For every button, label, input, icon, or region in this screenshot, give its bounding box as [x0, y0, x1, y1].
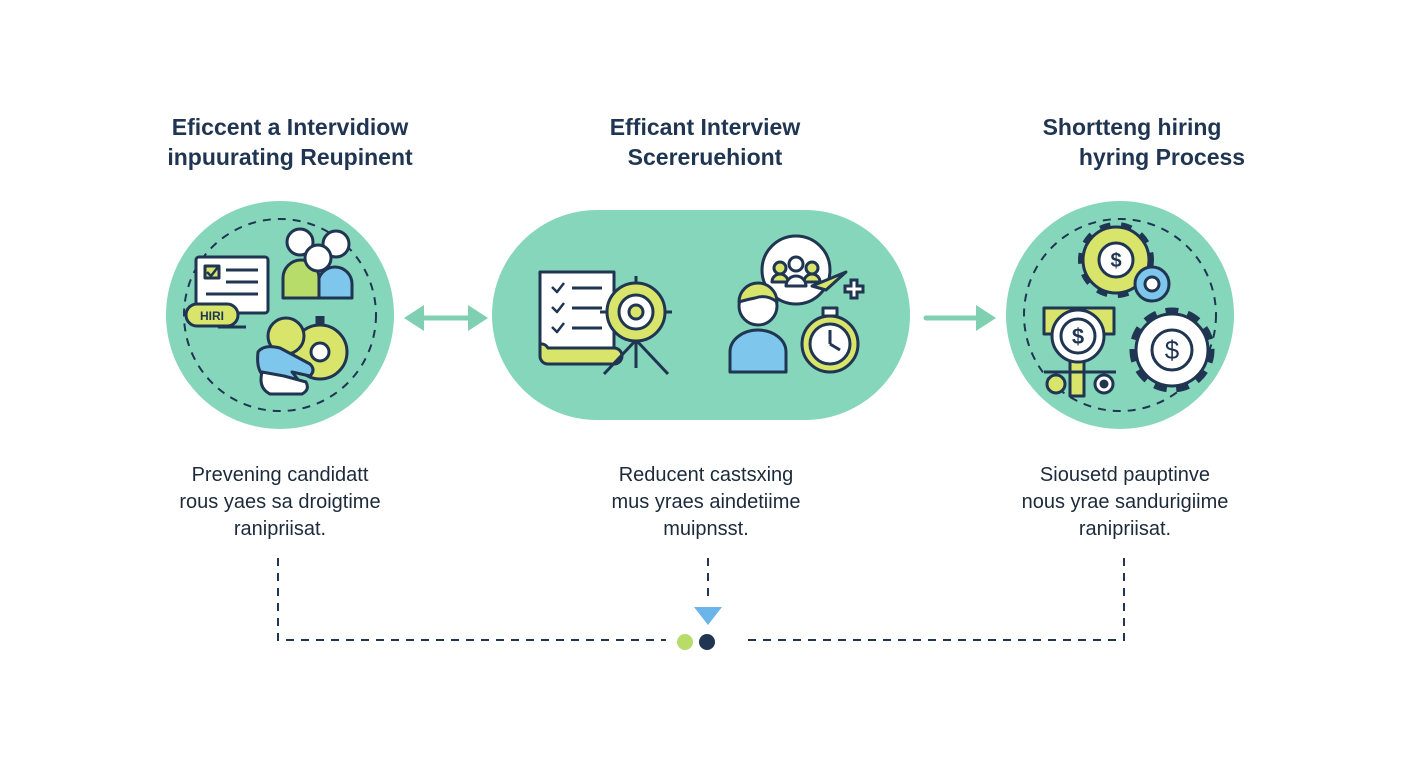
step2-desc-line3: muipnsst.: [663, 518, 749, 540]
handshake-gear-icon: [256, 316, 356, 396]
dollar-gear-icon: $: [1078, 222, 1171, 303]
step2-title: Efficant Interview Scereruehiont: [555, 112, 855, 172]
step1-desc-line2: rous yaes sa droigtime: [179, 491, 381, 513]
hire-tag-label: HIRI: [200, 309, 224, 323]
step3-desc-line2: nous yrae sandurigiime: [1021, 491, 1229, 513]
step1-title-line2: inpuurating Reupinent: [167, 144, 413, 170]
step3-desc-line3: ranipriisat.: [1078, 518, 1172, 540]
step1-desc-line1: Prevening candidatt: [191, 464, 369, 486]
gear-dollar-icon: $: [1129, 307, 1215, 393]
sparkle-cross-icon: [843, 278, 865, 300]
svg-text:$: $: [1110, 250, 1121, 272]
step1-title: Eficcent a Intervidiow inpuurating Reupi…: [140, 112, 440, 172]
target-icon: [600, 276, 672, 376]
step3-desc-line1: Siousetd pauptinve: [1039, 464, 1211, 486]
step2-desc-line2: mus yraes aindetiime: [611, 491, 801, 513]
candidates-circle-icon: [760, 234, 848, 306]
step1-desc-line3: ranipriisat.: [233, 518, 327, 540]
double-arrow-connector: [404, 305, 488, 331]
dollar-coin-icon: $: [1050, 308, 1106, 364]
resume-screen-icon: [194, 255, 270, 329]
svg-text:$: $: [1165, 335, 1180, 365]
bottom-connector: [277, 558, 1125, 641]
step2-desc-line1: Reducent castsxing: [618, 464, 794, 486]
stopwatch-icon: [800, 306, 860, 374]
step3-title-line2: hyring Process: [1078, 144, 1246, 170]
step1-title-line1: Eficcent a Intervidiow: [171, 114, 409, 140]
step3-title: Shortteng hiring hyring Process: [990, 112, 1290, 172]
step3-title-line1: Shortteng hiring: [1042, 114, 1222, 140]
person-icon: [728, 281, 788, 374]
navy-dot: [699, 634, 715, 650]
step3-description: Siousetd pauptinve nous yrae sandurigiim…: [975, 462, 1275, 543]
hire-tag-icon: HIRI: [184, 302, 240, 328]
down-pointer-icon: [694, 607, 722, 625]
step2-title-line2: Scereruehiont: [627, 144, 783, 170]
step1-description: Prevening candidatt rous yaes sa droigti…: [130, 462, 430, 543]
people-group-icon: [281, 227, 354, 300]
checklist-document-icon: [538, 270, 624, 366]
step2-description: Reducent castsxing mus yraes aindetiime …: [556, 462, 856, 543]
right-arrow-connector: [923, 305, 996, 331]
svg-text:$: $: [1072, 324, 1084, 349]
lime-dot: [677, 634, 693, 650]
step2-title-line1: Efficant Interview: [609, 114, 801, 140]
